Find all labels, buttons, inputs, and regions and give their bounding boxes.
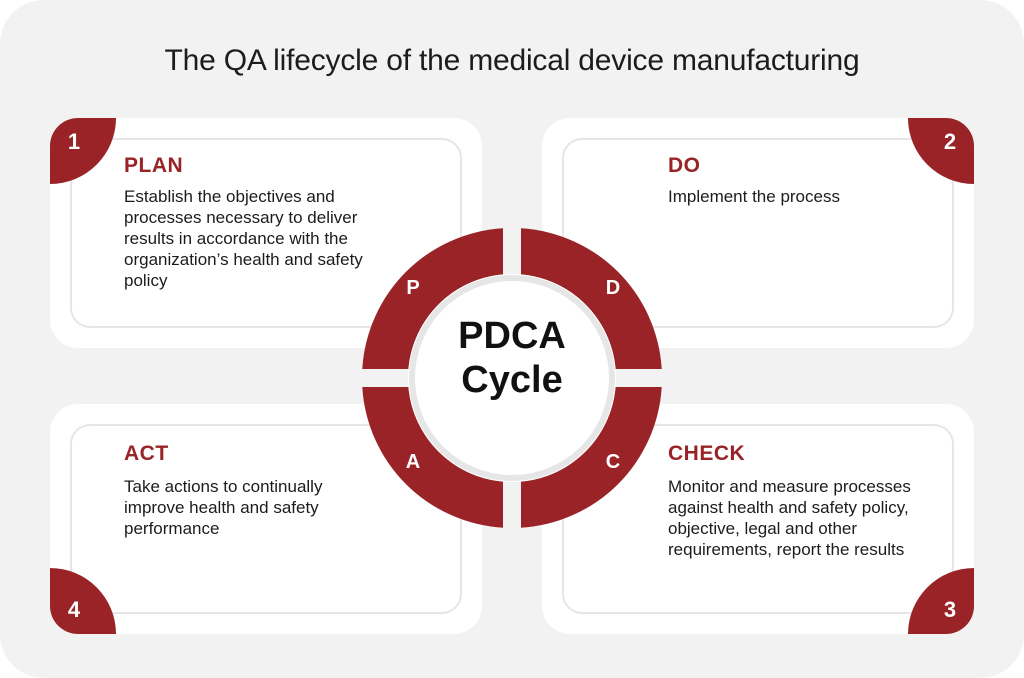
plan-title: PLAN (124, 154, 184, 177)
segment-c (521, 387, 662, 528)
segment-letter-a: A (405, 451, 421, 473)
do-title: DO (668, 154, 701, 177)
segment-d (521, 228, 662, 369)
act-description: Take actions to continually improve heal… (124, 477, 323, 538)
do-description: Implement the process (668, 187, 840, 206)
check-title: CHECK (668, 442, 746, 465)
act-title: ACT (124, 442, 169, 465)
check-description: Monitor and measure processes against he… (668, 477, 911, 559)
center-label-line2: Cycle (461, 359, 563, 401)
diagram-title: The QA lifecycle of the medical device m… (164, 44, 860, 77)
center-label: PDCA Cycle (412, 314, 612, 402)
plan-card-border (70, 138, 462, 328)
segment-p (362, 228, 503, 369)
segment-letter-p: P (406, 277, 420, 299)
center-label-line1: PDCA (458, 315, 566, 357)
plan-description: Establish the objectives and processes n… (124, 187, 363, 290)
check-card: 3 CHECK Monitor and measure processes ag… (542, 404, 974, 634)
plan-card: 1 PLAN Establish the objectives and proc… (50, 118, 482, 348)
segment-a (362, 387, 503, 528)
do-card-border (562, 138, 954, 328)
ring-center-disc (409, 275, 615, 481)
segment-letter-d: D (605, 277, 621, 299)
segment-letter-c: C (605, 451, 621, 473)
